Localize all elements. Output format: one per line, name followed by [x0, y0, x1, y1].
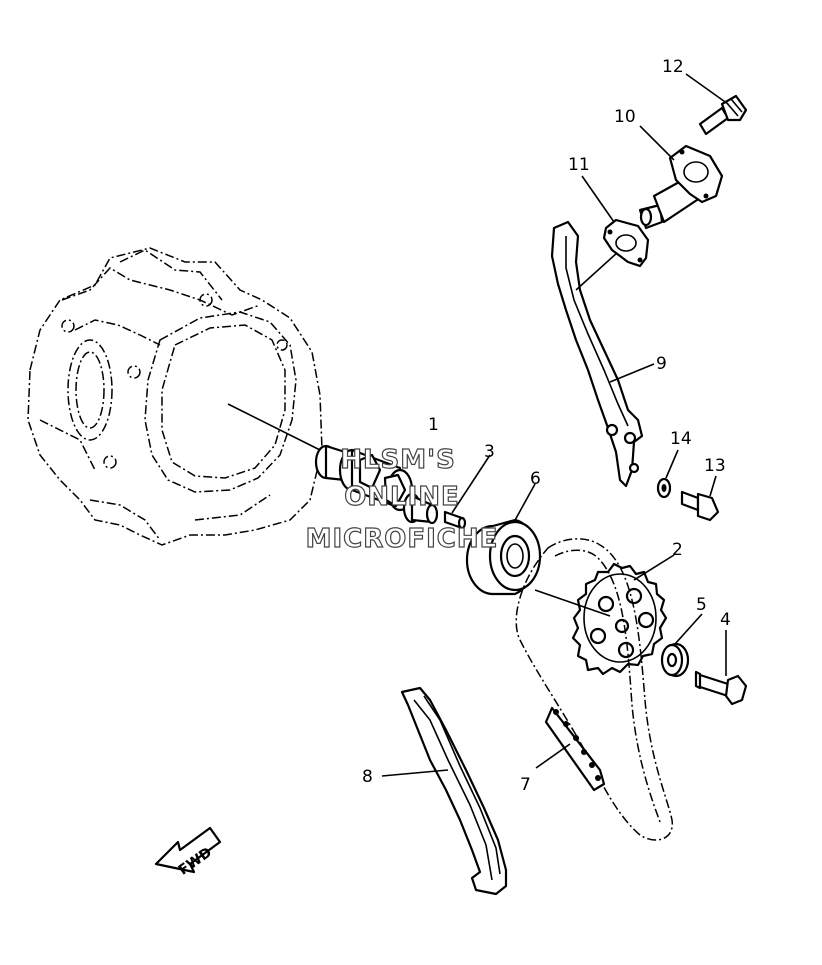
- callout-14: 14: [670, 429, 692, 449]
- cam-sprocket: [534, 554, 675, 676]
- callout-1: 1: [428, 415, 439, 435]
- dowel-pin: [443, 454, 491, 530]
- cylinder-head: [27, 247, 331, 546]
- callout-9: 9: [656, 354, 667, 374]
- camshaft: [314, 444, 439, 525]
- watermark: HLSM'S ONLINE MICROFICHE: [305, 444, 499, 554]
- tensioner-gasket: [581, 175, 650, 268]
- callout-11: 11: [568, 155, 590, 175]
- callout-7: 7: [520, 775, 531, 795]
- callout-4: 4: [720, 610, 731, 630]
- fwd-direction-arrow: FWD: [154, 826, 222, 879]
- chain-tensioner: [638, 125, 724, 230]
- sprocket-bolt: [694, 630, 748, 706]
- callout-6: 6: [530, 469, 541, 489]
- chain-guide: [381, 686, 508, 896]
- washer: [660, 613, 703, 678]
- bearing: [465, 483, 542, 596]
- watermark-line-2: ONLINE: [344, 482, 460, 512]
- tensioner-cap-bolt: [685, 73, 748, 136]
- callout-13: 13: [704, 456, 726, 476]
- callout-2: 2: [672, 540, 683, 560]
- tensioner-guide: [550, 220, 655, 488]
- timing-chain: [515, 538, 673, 841]
- watermark-line-3: MICROFICHE: [306, 524, 499, 554]
- guide-bolt: [680, 475, 720, 522]
- callout-5: 5: [696, 595, 707, 615]
- guide-washer: [656, 449, 679, 499]
- callout-3: 3: [484, 442, 495, 462]
- callout-8: 8: [362, 767, 373, 787]
- callout-10: 10: [614, 107, 636, 127]
- callout-12: 12: [662, 57, 684, 77]
- watermark-line-1: HLSM'S: [340, 445, 456, 475]
